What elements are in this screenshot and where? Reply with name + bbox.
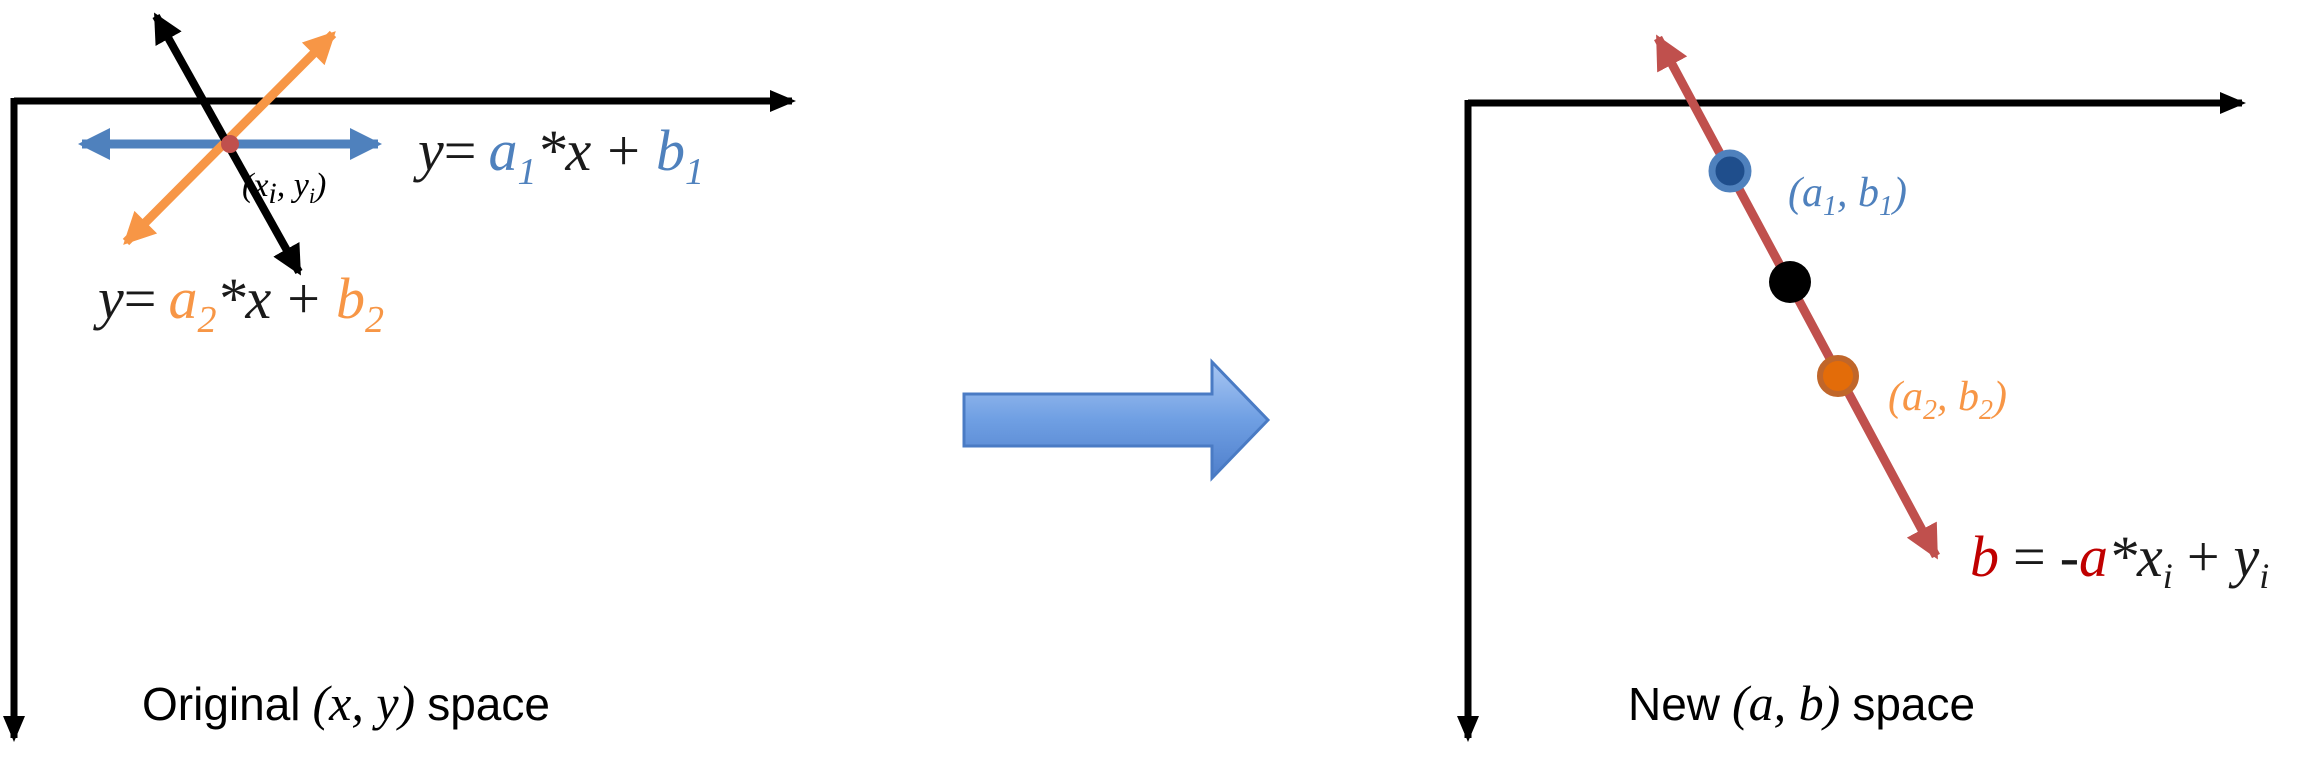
equation-line2: y=a2*x+b2 bbox=[93, 266, 384, 341]
p1-sub-a: 1 bbox=[1823, 191, 1837, 222]
point-open: (x bbox=[242, 167, 268, 204]
eq1-y: y bbox=[413, 118, 444, 183]
p2-close: ) bbox=[1991, 374, 2007, 420]
eq1-b-sub: 1 bbox=[685, 151, 704, 193]
eq2-times-x: *x bbox=[216, 266, 271, 331]
eq1-a: a bbox=[488, 118, 517, 183]
intersection-point bbox=[221, 135, 239, 153]
right-caption: New(a, b)space bbox=[1628, 675, 1975, 731]
point-a1-b1 bbox=[1708, 149, 1752, 193]
eq2-b: b bbox=[336, 266, 365, 331]
eq2-y: y bbox=[93, 266, 124, 331]
label-a1-b1: (a1, b1) bbox=[1788, 170, 1907, 222]
eq1-equals: = bbox=[444, 118, 477, 183]
eq2-equals: = bbox=[124, 266, 157, 331]
hough-neg: - bbox=[2060, 524, 2079, 589]
left-caption-prefix: Original bbox=[142, 678, 301, 730]
hough-equals: = bbox=[2013, 524, 2046, 589]
point-a2-b2 bbox=[1817, 355, 1859, 397]
eq2-a-sub: 2 bbox=[197, 299, 216, 341]
point-black bbox=[1769, 261, 1811, 303]
eq2-b-sub: 2 bbox=[365, 299, 384, 341]
left-axes bbox=[3, 90, 796, 742]
eq2-plus: + bbox=[287, 266, 320, 331]
point-sub-i1: i bbox=[268, 177, 276, 210]
point-comma-y: , y bbox=[277, 167, 310, 204]
point-close: ) bbox=[313, 167, 326, 204]
hough-x-sub: i bbox=[2163, 556, 2173, 596]
p2-open: (a bbox=[1888, 374, 1923, 420]
eq2-a: a bbox=[168, 266, 197, 331]
hough-y-sub: i bbox=[2259, 556, 2269, 596]
right-caption-prefix: New bbox=[1628, 678, 1721, 730]
p1-mid: , b bbox=[1837, 170, 1879, 216]
hough-y: y bbox=[2229, 524, 2260, 589]
transform-arrow bbox=[962, 358, 1271, 482]
p1-sub-b: 1 bbox=[1879, 191, 1893, 222]
right-caption-suffix: space bbox=[1852, 678, 1975, 730]
hough-b: b bbox=[1970, 524, 1999, 589]
left-caption-suffix: space bbox=[427, 678, 550, 730]
p1-open: (a bbox=[1788, 170, 1823, 216]
right-caption-space-name: (a, b) bbox=[1732, 675, 1840, 731]
p2-sub-b: 2 bbox=[1979, 395, 1993, 426]
point-label-xi-yi: (xi, yi) bbox=[242, 167, 326, 210]
equation-hough: b=-a*xi+yi bbox=[1970, 524, 2269, 596]
hough-times-x: *x bbox=[2108, 524, 2163, 589]
p1-close: ) bbox=[1891, 170, 1907, 216]
left-caption-space-name: (x, y) bbox=[313, 675, 416, 731]
eq1-plus: + bbox=[607, 118, 640, 183]
eq1-times-x: *x bbox=[536, 118, 591, 183]
left-caption: Original(x, y)space bbox=[142, 675, 550, 731]
hough-a: a bbox=[2079, 524, 2108, 589]
equation-line1: y=a1*x+b1 bbox=[413, 118, 704, 193]
eq1-a-sub: 1 bbox=[517, 151, 536, 193]
hough-plus: + bbox=[2187, 524, 2220, 589]
eq1-b: b bbox=[656, 118, 685, 183]
point-sub-i2: i bbox=[309, 183, 315, 208]
label-a2-b2: (a2, b2) bbox=[1888, 374, 2007, 426]
p2-sub-a: 2 bbox=[1923, 395, 1937, 426]
p2-mid: , b bbox=[1937, 374, 1979, 420]
